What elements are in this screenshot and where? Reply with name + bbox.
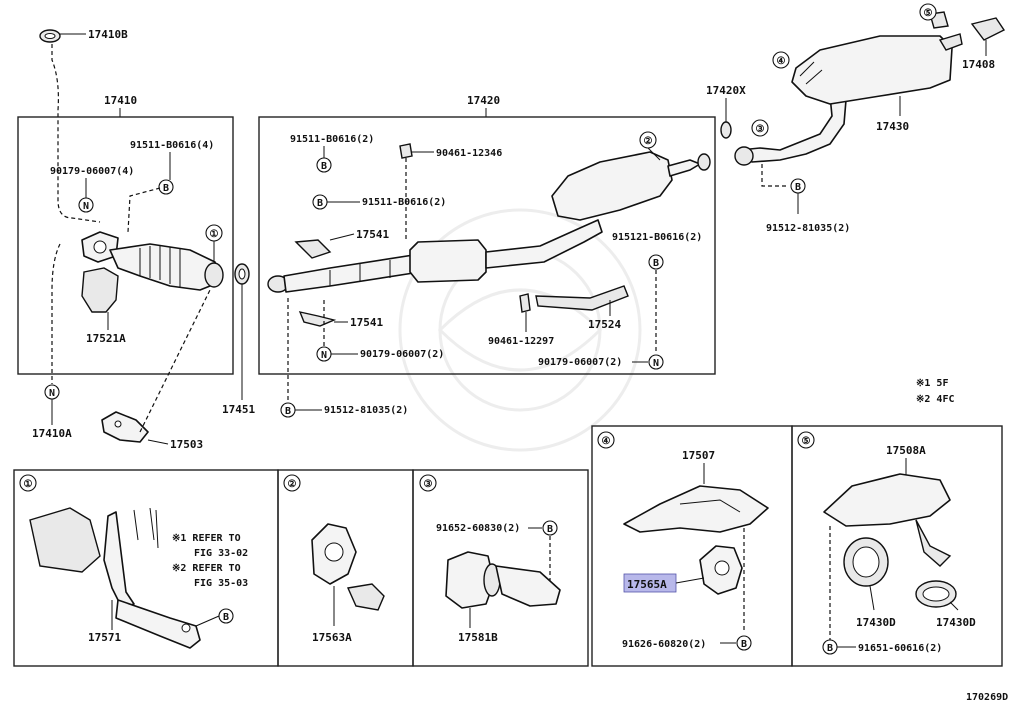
note-2: ※2 4FC: [916, 394, 954, 405]
note-1: ※1 5F: [916, 378, 948, 389]
svg-text:B: B: [317, 198, 323, 209]
label-90179-b: 90179-06007(2): [360, 349, 444, 360]
detail-5: ⑤ 17508A 17430D 17430D B 91651-60616(2): [791, 425, 1003, 667]
symbol-n: [78, 197, 94, 213]
gasket-17420x: 17420X: [706, 84, 746, 139]
group-17420: 17420 91511-B0616(2) B 90461-12346 B 915…: [258, 94, 716, 375]
group-label-17430: 17430: [876, 120, 909, 133]
label-17503: 17503: [170, 438, 203, 451]
group-box-17420: [258, 116, 716, 375]
symbol-b-4: [648, 254, 664, 270]
symbol-b-2: [316, 157, 332, 173]
label-17508a: 17508A: [886, 444, 926, 457]
catalytic-converter: [81, 231, 224, 313]
detail-5-badge: ⑤: [802, 436, 811, 447]
label-17524: 17524: [588, 318, 621, 331]
label-17408: 17408: [962, 58, 995, 71]
label-91512-a: 91512-81035(2): [324, 405, 408, 416]
refer-2a: ※2 REFER TO: [172, 563, 241, 574]
center-pipe: [267, 151, 711, 293]
svg-text:B: B: [547, 524, 553, 535]
svg-text:③: ③: [756, 124, 765, 135]
group-17410: 17410 91511-B0616(4) B 90179-06007(4) N …: [17, 94, 234, 375]
gasket-17451: 17451: [222, 263, 255, 416]
callout-5: [919, 3, 937, 21]
tail-pipe-assembly: [734, 11, 1006, 166]
detail-4: ④ 17507 17565A 91626-60820(2) B: [591, 425, 793, 667]
label-17507: 17507: [682, 449, 715, 462]
svg-text:N: N: [321, 350, 327, 361]
detail-2: ② 17563A: [277, 469, 414, 667]
label-90461-b: 90461-12297: [488, 336, 554, 347]
callout-4: [772, 51, 790, 69]
label-17410b: 17410B: [88, 28, 128, 41]
detail-4-badge: ④: [602, 436, 611, 447]
refer-2b: FIG 35-03: [194, 578, 248, 589]
label-17420x: 17420X: [706, 84, 746, 97]
svg-text:B: B: [827, 643, 833, 654]
label-17563a: 17563A: [312, 631, 352, 644]
label-91626: 91626-60820(2): [622, 639, 706, 650]
label-17581b: 17581B: [458, 631, 498, 644]
refer-1a: ※1 REFER TO: [172, 533, 241, 544]
svg-text:B: B: [653, 258, 659, 269]
callout-1-text: ①: [210, 229, 219, 240]
label-17541-a: 17541: [356, 228, 389, 241]
label-17451: 17451: [222, 403, 255, 416]
label-91511-c: 91511-B0616(2): [362, 197, 446, 208]
svg-text:B: B: [163, 183, 169, 194]
detail-3: ③ 91652-60830(2) B 17581B: [412, 469, 589, 667]
label-91512-b: 91512-81035(2): [766, 223, 850, 234]
svg-text:B: B: [741, 639, 747, 650]
label-91511-b: 91511-B0616(2): [290, 134, 374, 145]
svg-text:B: B: [223, 612, 229, 623]
label-17430d-b: 17430D: [936, 616, 976, 629]
callout-3: [751, 119, 769, 137]
svg-text:B: B: [795, 182, 801, 193]
detail-3-badge: ③: [424, 479, 433, 490]
group-box-17410: [17, 116, 234, 375]
detail-2-badge: ②: [288, 479, 297, 490]
svg-text:N: N: [653, 358, 659, 369]
bracket-17503: 17503: [101, 289, 211, 451]
label-17565a: 17565A: [627, 578, 667, 591]
label-17410a: 17410A: [32, 427, 72, 440]
svg-text:B: B: [285, 406, 291, 417]
label-90179-a: 90179-06007(4): [50, 166, 134, 177]
refer-1b: FIG 33-02: [194, 548, 248, 559]
detail-1: ① 17571 ※1 REFER TO FIG 33-02 ※2 REFER T…: [13, 469, 279, 667]
symbol-b: [158, 179, 174, 195]
svg-text:④: ④: [777, 56, 786, 67]
label-90461-a: 90461-12346: [436, 148, 502, 159]
label-17521a: 17521A: [86, 332, 126, 345]
symbol-n-4: [648, 354, 664, 370]
svg-text:⑤: ⑤: [924, 8, 933, 19]
label-915121: 915121-B0616(2): [612, 232, 702, 243]
svg-text:②: ②: [644, 136, 653, 147]
svg-text:N: N: [49, 388, 55, 399]
label-17571: 17571: [88, 631, 121, 644]
gasket-17410b: 17410B: [39, 28, 128, 223]
svg-text:B: B: [321, 161, 327, 172]
label-91511-a: 91511-B0616(4): [130, 140, 214, 151]
label-91651: 91651-60616(2): [858, 643, 942, 654]
label-90179-c: 90179-06007(2): [538, 357, 622, 368]
detail-1-badge: ①: [24, 479, 33, 490]
group-label-17420: 17420: [467, 94, 500, 107]
label-17541-b: 17541: [350, 316, 383, 329]
group-label-17410: 17410: [104, 94, 137, 107]
svg-text:N: N: [83, 201, 89, 212]
label-17430d-a: 17430D: [856, 616, 896, 629]
label-91652: 91652-60830(2): [436, 523, 520, 534]
diagram-code: 170269D: [966, 692, 1008, 703]
